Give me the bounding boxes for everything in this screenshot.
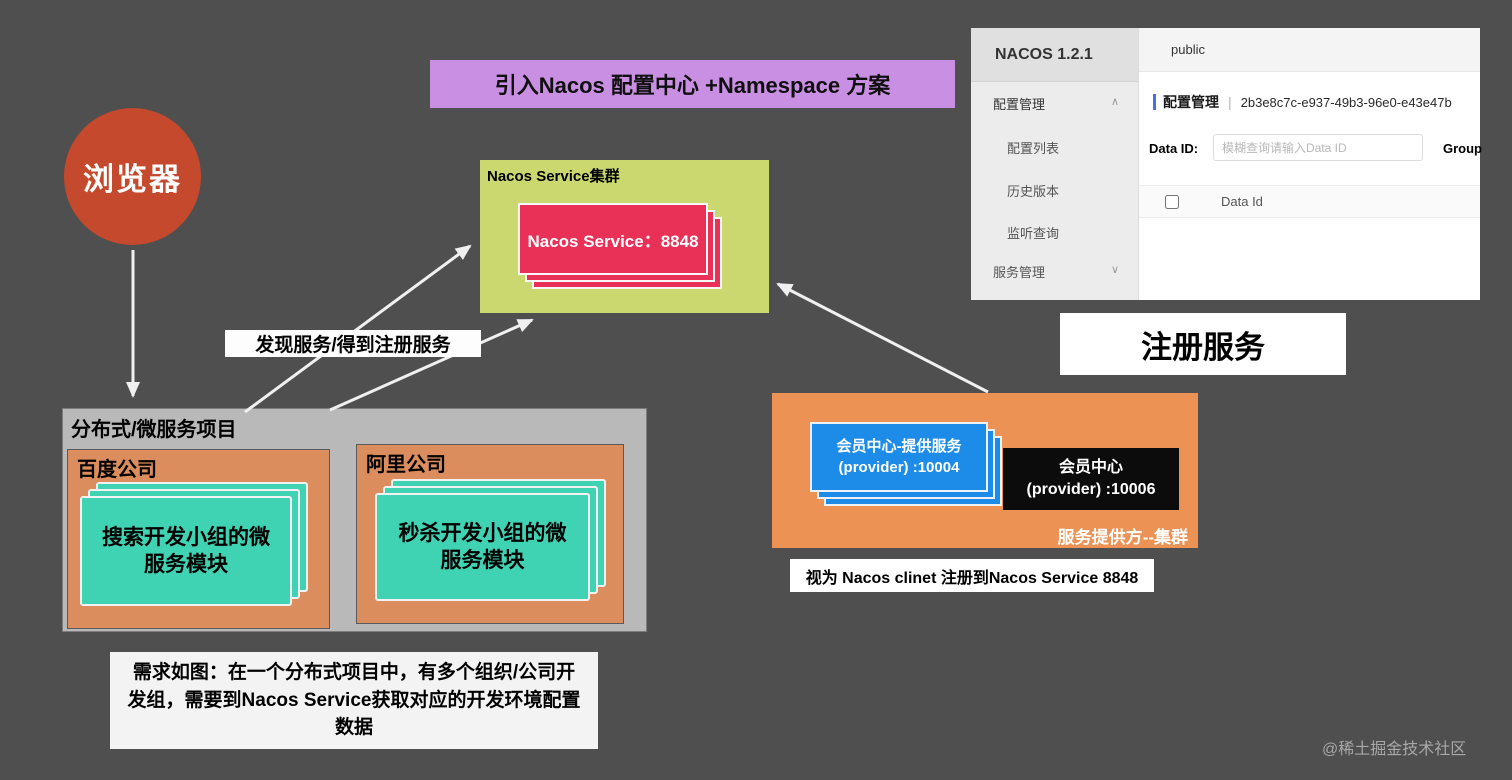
provider-card-10006: 会员中心 (provider) :10006 [1003,448,1179,510]
discover-service-label: 发现服务/得到注册服务 [225,330,481,357]
nacos-cluster-box: Nacos Service集群 Nacos Service：8848 [480,160,769,313]
provider-cluster-label: 服务提供方--集群 [1057,528,1188,547]
arrow-provider-to-nacos [776,282,989,394]
baidu-company-box: 百度公司 搜索开发小组的微服务模块 [67,449,330,629]
nacos-logo: NACOS 1.2.1 [971,28,1138,82]
accent-bar [1153,94,1156,110]
column-header-data-id: Data Id [1221,194,1263,209]
client-register-note: 视为 Nacos clinet 注册到Nacos Service 8848 [790,559,1154,592]
namespace-tab-public[interactable]: public [1171,42,1205,57]
nacos-service-card: Nacos Service：8848 [518,203,708,275]
provider-card-line1: 会员中心-提供服务 [836,438,962,455]
data-id-input[interactable] [1213,134,1423,161]
namespace-id: 2b3e8c7c-e937-49b3-96e0-e43e47b [1240,94,1452,110]
sidebar-item-config-management[interactable]: 配置管理 [993,97,1046,112]
sidebar-item-history[interactable]: 历史版本 [1007,184,1060,199]
sidebar-item-service-management[interactable]: 服务管理 [993,265,1046,280]
register-service-label: 注册服务 [1060,313,1346,375]
distributed-project-box: 分布式/微服务项目 百度公司 搜索开发小组的微服务模块 阿里公司 秒杀开发小组的… [62,408,647,632]
ali-company-label: 阿里公司 [366,454,446,476]
provider-card-10004: 会员中心-提供服务 (provider) :10004 [810,422,988,492]
console-title-row: 配置管理 | 2b3e8c7c-e937-49b3-96e0-e43e47b [1153,92,1452,112]
sidebar-item-config-list[interactable]: 配置列表 [1007,141,1060,156]
console-main: public 配置管理 | 2b3e8c7c-e937-49b3-96e0-e4… [1139,28,1482,300]
console-page-title: 配置管理 [1163,94,1219,110]
namespace-tabbar [1139,28,1480,72]
distributed-project-label: 分布式/微服务项目 [71,419,237,441]
requirement-note: 需求如图：在一个分布式项目中，有多个组织/公司开发组，需要到Nacos Serv… [110,652,598,749]
arrow-project-to-nacos-1 [244,244,472,414]
ali-module-card: 秒杀开发小组的微服务模块 [375,493,590,601]
service-provider-box: 会员中心-提供服务 (provider) :10004 会员中心 (provid… [772,393,1198,548]
browser-node: 浏览器 [64,108,201,245]
group-label: Group [1443,141,1482,156]
select-all-checkbox[interactable] [1165,195,1179,209]
sidebar-item-listen-query[interactable]: 监听查询 [1007,226,1060,241]
baidu-company-label: 百度公司 [77,459,157,481]
nacos-console-screenshot: NACOS 1.2.1 配置管理 ∧ 配置列表 历史版本 监听查询 服务管理 ∨… [971,28,1482,300]
title-banner: 引入Nacos 配置中心 +Namespace 方案 [430,60,955,108]
baidu-module-card: 搜索开发小组的微服务模块 [80,496,292,606]
watermark: @稀土掘金技术社区 [1322,741,1467,758]
console-sidebar: NACOS 1.2.1 配置管理 ∧ 配置列表 历史版本 监听查询 服务管理 ∨ [971,28,1139,300]
black-card-line2: (provider) :10006 [1026,481,1156,498]
title-separator: | [1228,94,1232,110]
chevron-up-icon[interactable]: ∧ [1111,96,1120,108]
chevron-down-icon[interactable]: ∨ [1111,264,1120,276]
data-id-label: Data ID: [1149,141,1199,156]
config-table-header: Data Id [1139,185,1480,218]
nacos-cluster-label: Nacos Service集群 [487,168,620,185]
black-card-line1: 会员中心 [1058,459,1123,477]
ali-company-box: 阿里公司 秒杀开发小组的微服务模块 [356,444,624,624]
provider-card-line2: (provider) :10004 [838,459,960,476]
